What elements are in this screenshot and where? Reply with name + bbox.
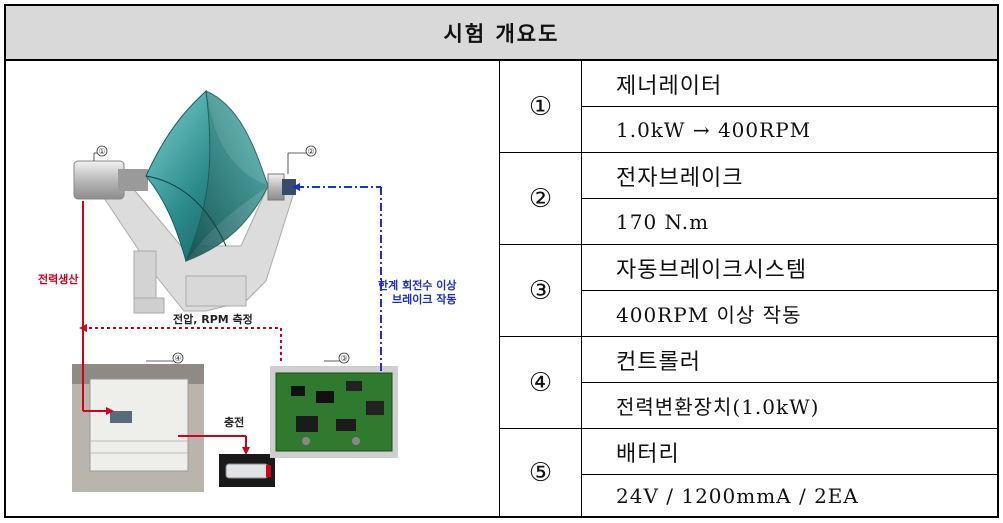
battery-photo xyxy=(219,454,275,487)
spec-table: ① 제너레이터 1.0kW → 400RPM ② 전자브레이크 170 N.m … xyxy=(500,61,997,516)
item-number: ⑤ xyxy=(500,429,582,516)
item-spec: 전력변환장치(1.0kW) xyxy=(582,383,997,429)
item-number: ③ xyxy=(500,245,582,337)
item-name: 배터리 xyxy=(582,429,997,475)
table-title: 시험 개요도 xyxy=(6,6,997,61)
label-brake-line2: 브레이크 작동 xyxy=(392,292,457,306)
item-spec: 24V / 1200mmA / 2EA xyxy=(616,483,859,508)
item-number: ① xyxy=(500,61,582,153)
item-name: 컨트롤러 xyxy=(582,337,997,383)
label-power-generation: 전력생산 xyxy=(38,272,78,286)
brake-line xyxy=(292,183,382,371)
svg-text:②: ② xyxy=(307,147,314,156)
overview-table: 시험 개요도 xyxy=(4,4,999,518)
power-line xyxy=(82,201,250,455)
svg-text:③: ③ xyxy=(340,354,347,363)
callout-1: ① xyxy=(93,145,108,161)
circuit-board-photo: ③ xyxy=(270,352,398,458)
callout-2: ② xyxy=(287,145,317,174)
test-diagram: ① ② ④ xyxy=(6,61,500,516)
item-number: ④ xyxy=(500,337,582,429)
label-charging: 충전 xyxy=(224,415,244,429)
controller-photo: ④ xyxy=(72,352,204,492)
diagram-svg: ① ② ④ xyxy=(38,89,457,492)
svg-text:④: ④ xyxy=(174,354,181,363)
generator-shaft xyxy=(73,160,148,200)
item-number: ② xyxy=(500,153,582,245)
item-spec: 1.0kW → 400RPM xyxy=(582,107,997,153)
item-name: 제너레이터 xyxy=(582,61,997,107)
item-spec: 400RPM 이상 작동 xyxy=(582,291,997,337)
item-name: 자동브레이크시스템 xyxy=(582,245,997,291)
brake-hub xyxy=(267,173,296,201)
turbine-blades xyxy=(145,89,270,263)
measurement-line xyxy=(79,324,282,361)
label-voltage-rpm: 전압, RPM 측정 xyxy=(173,312,253,326)
item-spec: 170 N.m xyxy=(582,199,997,245)
label-brake-line1: 한계 회전수 이상 xyxy=(378,278,457,292)
svg-text:①: ① xyxy=(98,147,105,156)
item-name: 전자브레이크 xyxy=(582,153,997,199)
